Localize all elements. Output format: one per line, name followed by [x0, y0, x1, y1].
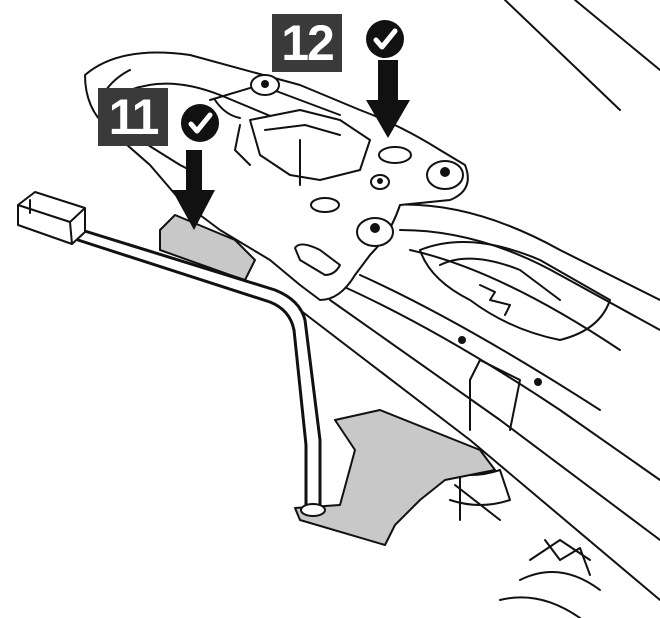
- down-arrow-icon: [172, 150, 215, 230]
- check-circle-icon: [366, 20, 404, 58]
- step-number-label: 11: [98, 88, 168, 146]
- side-bracket: [17, 191, 496, 546]
- background-guide-lines: [504, 0, 660, 111]
- step-number-label: 12: [272, 14, 342, 72]
- step-number-text: 12: [281, 15, 335, 71]
- down-arrow-icon: [366, 60, 410, 138]
- check-circle-icon: [181, 104, 219, 142]
- step-number-text: 11: [108, 89, 160, 145]
